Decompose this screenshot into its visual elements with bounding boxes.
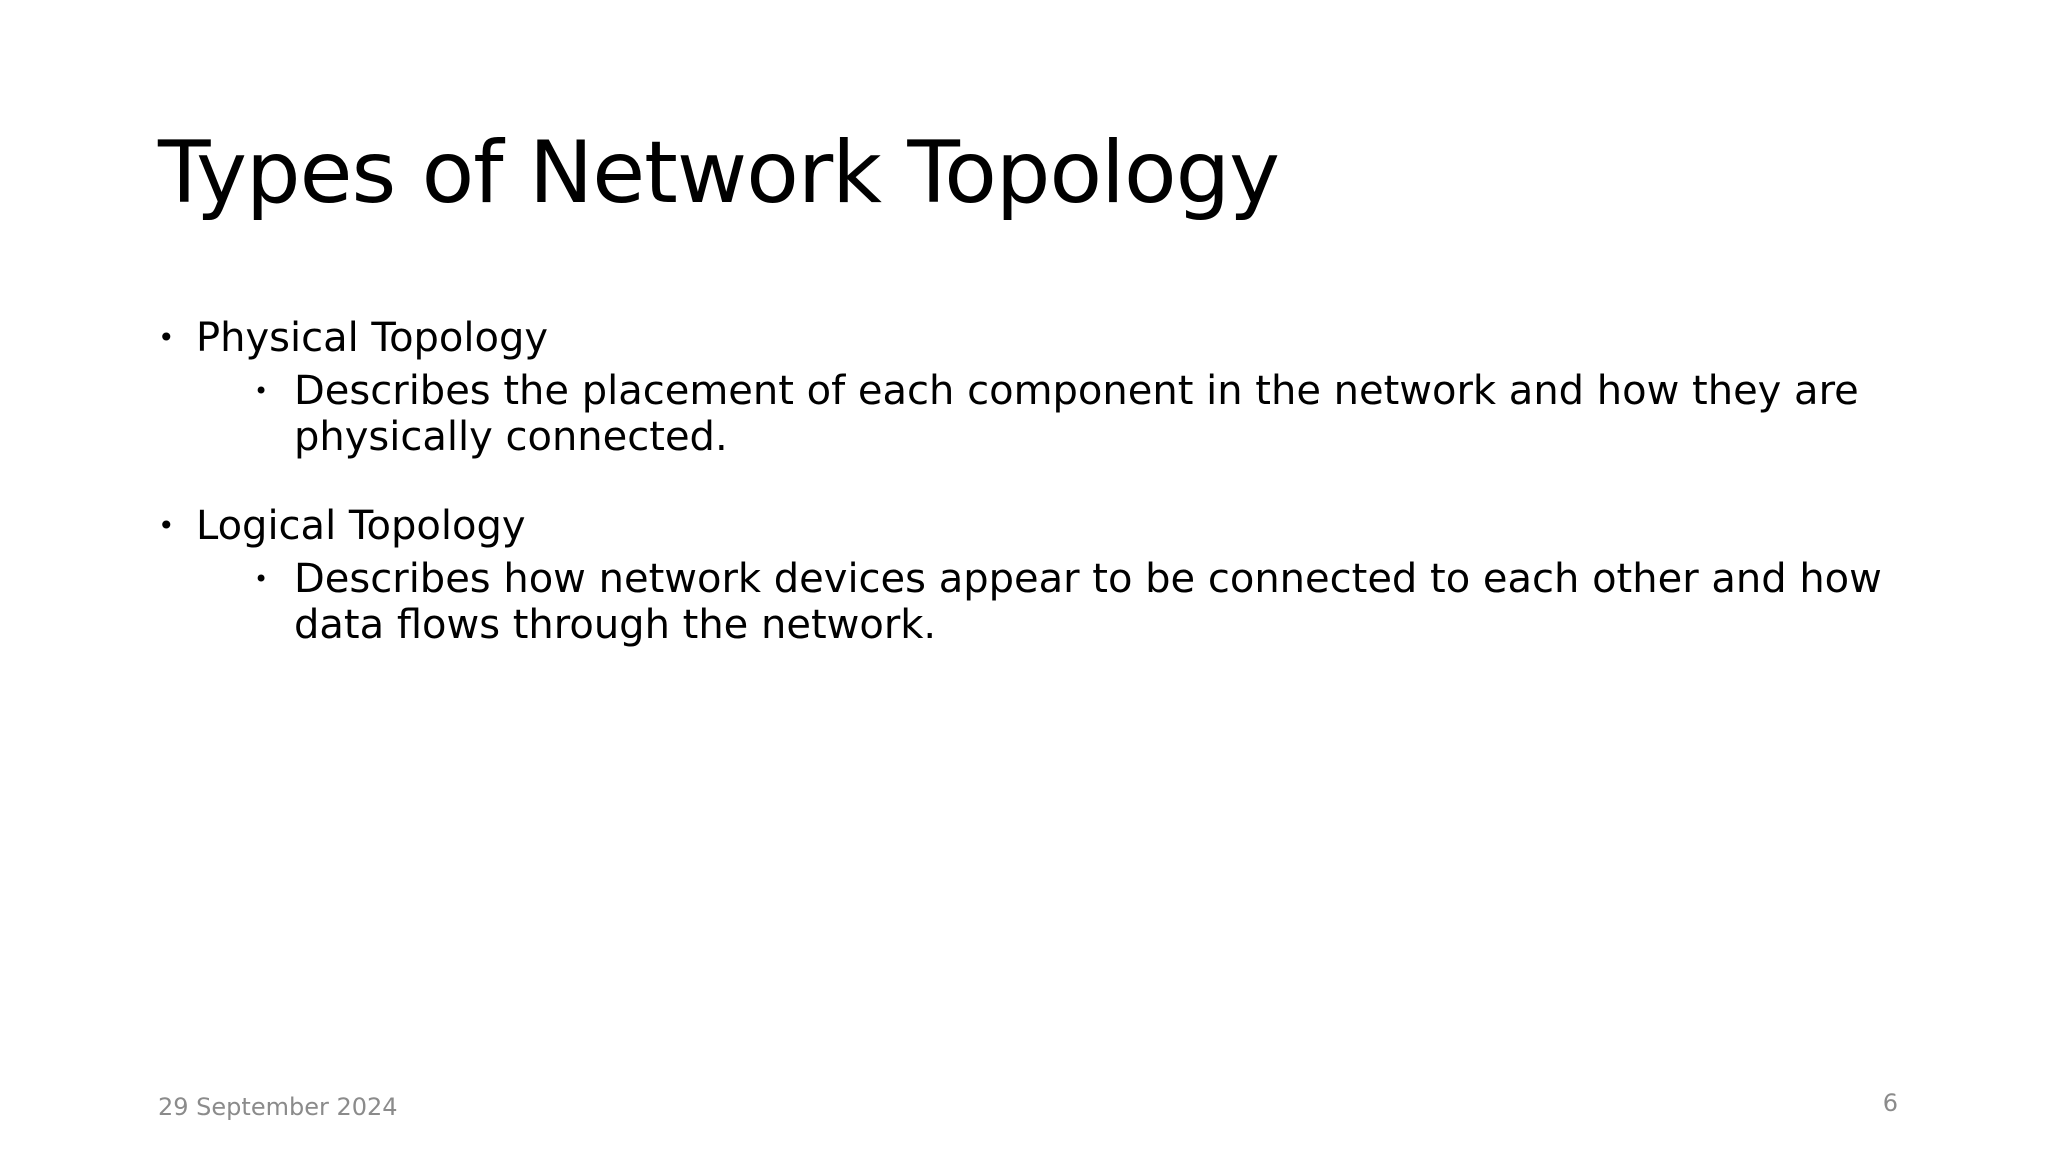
sub-bullet-item: • Describes the placement of each compon…	[236, 368, 1918, 460]
bullet-icon: •	[158, 509, 175, 542]
bullet-label: Logical Topology	[196, 503, 526, 549]
sub-bullet-icon: •	[254, 565, 269, 593]
sub-bullet-item: • Describes how network devices appear t…	[236, 556, 1918, 648]
sub-bullet-icon: •	[254, 377, 269, 405]
slide-content: • Physical Topology • Describes the plac…	[158, 312, 1918, 648]
bullet-item-logical-topology: • Logical Topology • Describes how netwo…	[158, 500, 1918, 648]
slide-title: Types of Network Topology	[158, 123, 1280, 223]
footer-date: 29 September 2024	[158, 1093, 398, 1121]
slide-number: 6	[1882, 1089, 1898, 1117]
bullet-icon: •	[158, 321, 175, 354]
sub-bullet-text: Describes how network devices appear to …	[294, 556, 1882, 648]
sub-bullet-text: Describes the placement of each componen…	[294, 368, 1859, 460]
bullet-item-physical-topology: • Physical Topology • Describes the plac…	[158, 312, 1918, 460]
bullet-label: Physical Topology	[196, 315, 549, 361]
